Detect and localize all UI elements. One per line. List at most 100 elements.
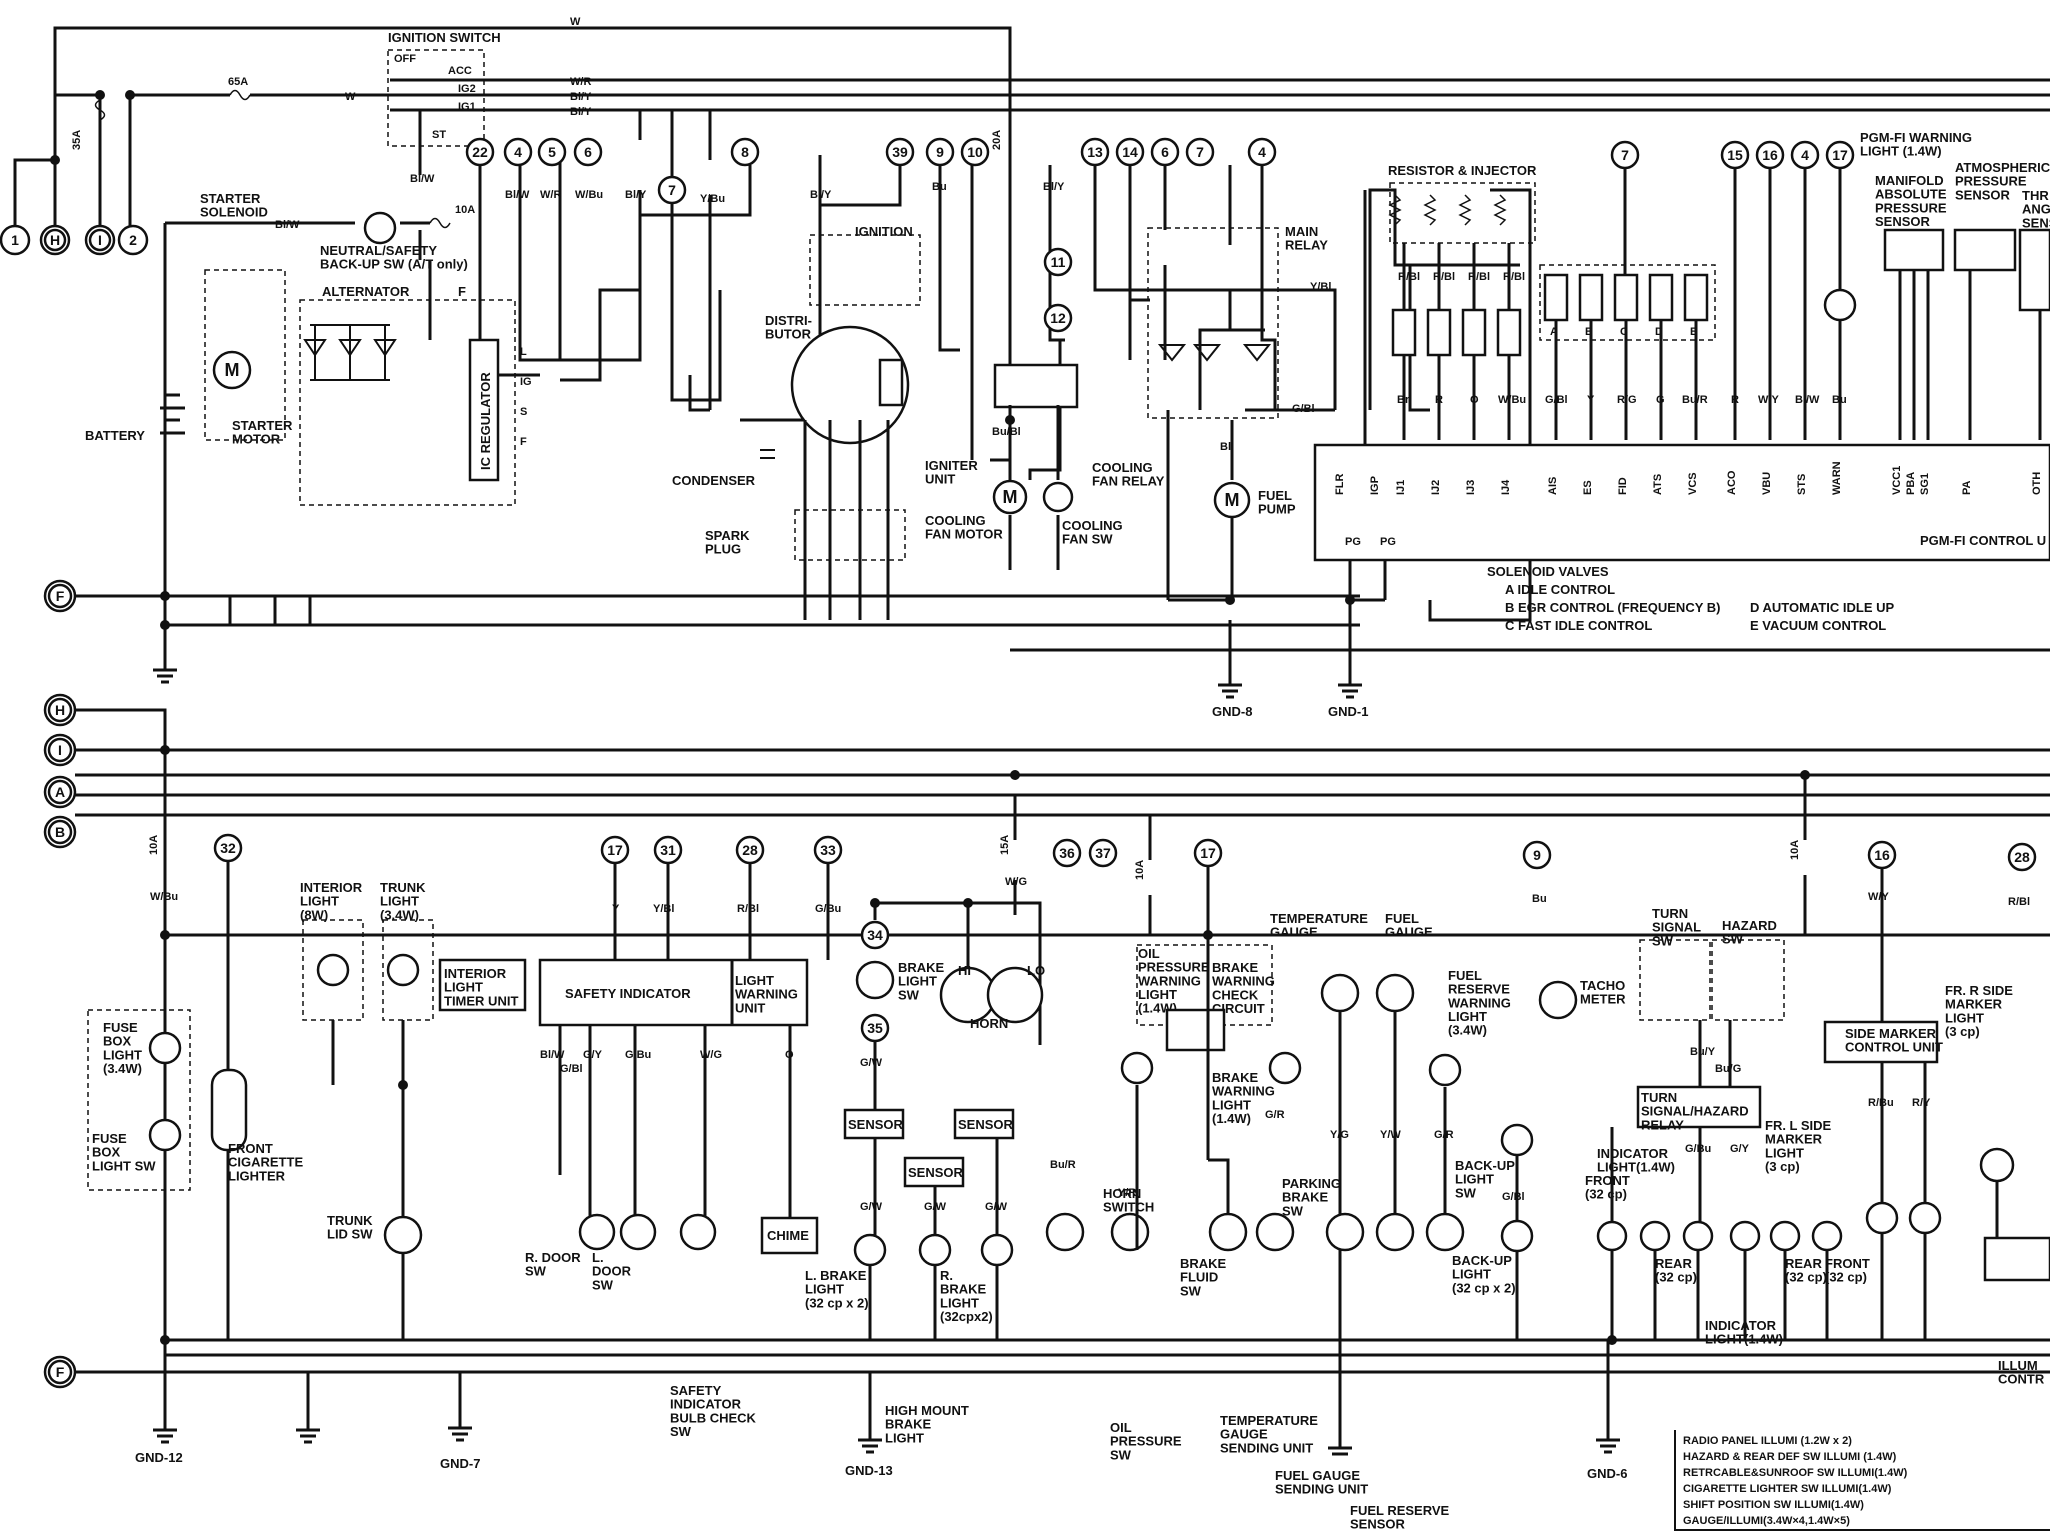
node-28: 28 — [742, 842, 758, 858]
wc-rbl-1: R/Bl — [1398, 271, 1420, 283]
wc-bu-b: Bu — [1532, 893, 1547, 905]
wc-gbl-2: G/Bl — [1545, 394, 1568, 406]
node-32: 32 — [220, 840, 236, 856]
junction-dots — [50, 90, 1810, 1345]
resistor-injector-label: RESISTOR & INJECTOR — [1388, 163, 1537, 178]
node-17: 17 — [1832, 147, 1848, 163]
wc-rbu-b: R/Bu — [1868, 1097, 1894, 1109]
ecu-pin-warn: WARN — [1831, 461, 1843, 495]
node-36: 36 — [1059, 845, 1075, 861]
sv-a: A — [1550, 326, 1558, 338]
wc-gr-b2: G/R — [1434, 1129, 1454, 1141]
node-16: 16 — [1762, 147, 1778, 163]
ecu-pin-flr: FLR — [1334, 474, 1346, 495]
wc-bu: Bu — [932, 181, 947, 193]
bottom-fuses: 10A 15A 10A 10A — [148, 835, 1801, 880]
node-39: 39 — [892, 144, 908, 160]
sw-acc: ACC — [448, 65, 472, 77]
wc-rbl-3: R/Bl — [1468, 271, 1490, 283]
node-4: 4 — [514, 144, 522, 160]
ecu-pin-sts: STS — [1796, 474, 1808, 495]
wc-y-1: Y — [1587, 394, 1595, 406]
ecu-pin-igp: IGP — [1369, 476, 1381, 495]
wc-wy-b: W/Y — [1868, 891, 1889, 903]
wc-wy: W/Y — [1758, 394, 1779, 406]
node-15: 15 — [1727, 147, 1743, 163]
node-12: 12 — [1050, 310, 1066, 326]
wc-bly-1: Bl/Y — [570, 91, 592, 103]
wc-o: O — [1470, 394, 1479, 406]
node-37: 37 — [1095, 845, 1111, 861]
illum-3: RETRCABLE&SUNROOF SW ILLUMI(1.4W) — [1683, 1467, 1908, 1479]
gnd-7: GND-7 — [440, 1456, 480, 1471]
node-16b: 16 — [1874, 847, 1890, 863]
condenser-label: CONDENSER — [672, 473, 756, 488]
wc-rbl-2: R/Bl — [1433, 271, 1455, 283]
ecu-pin-sg1: SG1 — [1919, 473, 1931, 495]
wc-blw-3: Bl/W — [505, 189, 530, 201]
node-35: 35 — [867, 1020, 883, 1036]
wc-blw-b: Bl/W — [540, 1049, 565, 1061]
wc-gbu-b: G/Bu — [815, 903, 841, 915]
wc-gw-b3: G/W — [924, 1201, 947, 1213]
ignition-switch: IGNITION SWITCH OFF ACC IG2 IG1 ST — [387, 30, 501, 147]
wc-bu-2: Bu — [1832, 394, 1847, 406]
illum-1: RADIO PANEL ILLUMI (1.2W x 2) — [1683, 1435, 1852, 1447]
sv-e: E — [1690, 326, 1697, 338]
ic-regulator: IC REGULATOR — [478, 372, 493, 470]
connector-2: 2 — [129, 232, 137, 248]
reg-s: S — [520, 406, 527, 418]
connector-b-b: B — [55, 824, 65, 840]
pgm-control-label: PGM-FI CONTROL U — [1920, 533, 2046, 548]
sv-d: D — [1655, 326, 1663, 338]
connectors-left: 1 H I 2 F — [0, 224, 149, 613]
fuse-10a-d: 10A — [1789, 840, 1801, 860]
wc-gw-b2: G/W — [860, 1201, 883, 1213]
wc-gw-b1: G/W — [860, 1057, 883, 1069]
wc-wg-b2: W/G — [700, 1049, 722, 1061]
sv-c: C — [1620, 326, 1628, 338]
node-7: 7 — [668, 182, 676, 198]
wc-w-ign: W — [345, 91, 356, 103]
wc-ybl: Y/Bl — [1310, 281, 1331, 293]
sv-legend-c: C FAST IDLE CONTROL — [1505, 618, 1652, 633]
ecu-pin-aco: ACO — [1726, 470, 1738, 495]
node-31: 31 — [660, 842, 676, 858]
node-14: 14 — [1122, 144, 1138, 160]
node-28b: 28 — [2014, 849, 2030, 865]
node-33: 33 — [820, 842, 836, 858]
wc-wg-b: W/G — [1005, 876, 1027, 888]
wc-buy-b: Bu/Y — [1690, 1046, 1716, 1058]
sw-st: ST — [432, 129, 446, 141]
wc-bubl: Bu/Bl — [992, 426, 1021, 438]
connector-i: I — [98, 232, 102, 248]
ecu-pin-es: ES — [1582, 480, 1594, 495]
ecu-pin-ais: AIS — [1547, 477, 1559, 495]
connector-1: 1 — [11, 232, 19, 248]
resistor-injector: RESISTOR & INJECTOR — [1363, 163, 1537, 480]
wc-bug-b: Bu/G — [1715, 1063, 1741, 1075]
node-9b: 9 — [1533, 847, 1541, 863]
